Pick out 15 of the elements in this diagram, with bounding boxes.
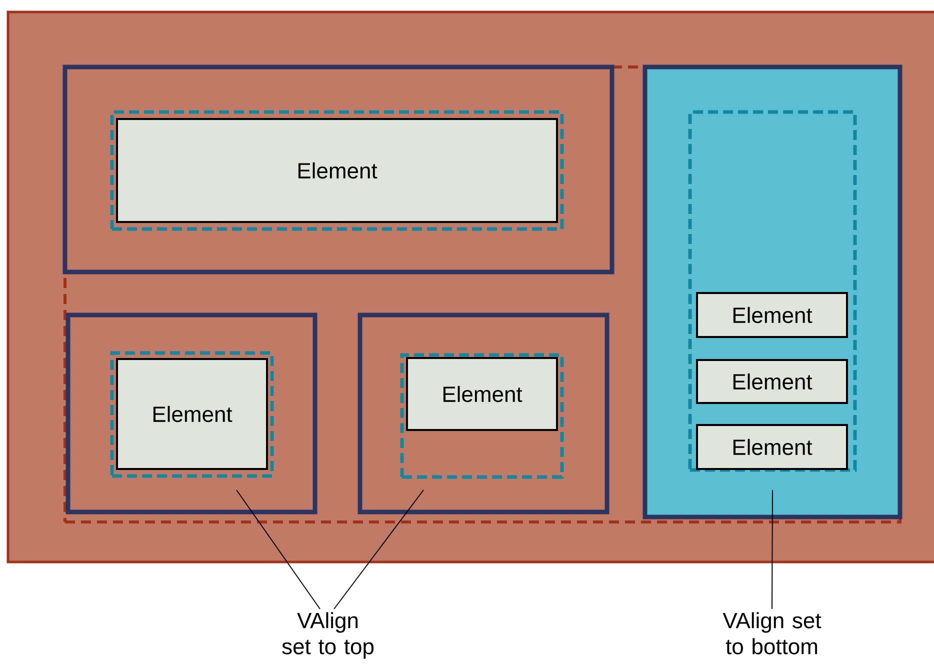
slot-outline xyxy=(400,353,564,479)
leader-line xyxy=(334,490,424,610)
slot-outline xyxy=(688,110,857,472)
element-box: Element xyxy=(406,357,558,431)
element-box: Element xyxy=(696,292,848,338)
element-box: Element xyxy=(696,359,848,404)
slot-outline xyxy=(110,351,274,478)
callout-text: VAlign set to top xyxy=(282,612,374,659)
slot-outline xyxy=(110,110,564,231)
element-box: Element xyxy=(116,118,558,223)
element-box: Element xyxy=(116,358,268,470)
element-box: Element xyxy=(696,424,848,470)
leader-line xyxy=(236,490,320,610)
leader-line xyxy=(772,490,773,610)
callout-text: VAlign set to bottom xyxy=(722,612,822,654)
